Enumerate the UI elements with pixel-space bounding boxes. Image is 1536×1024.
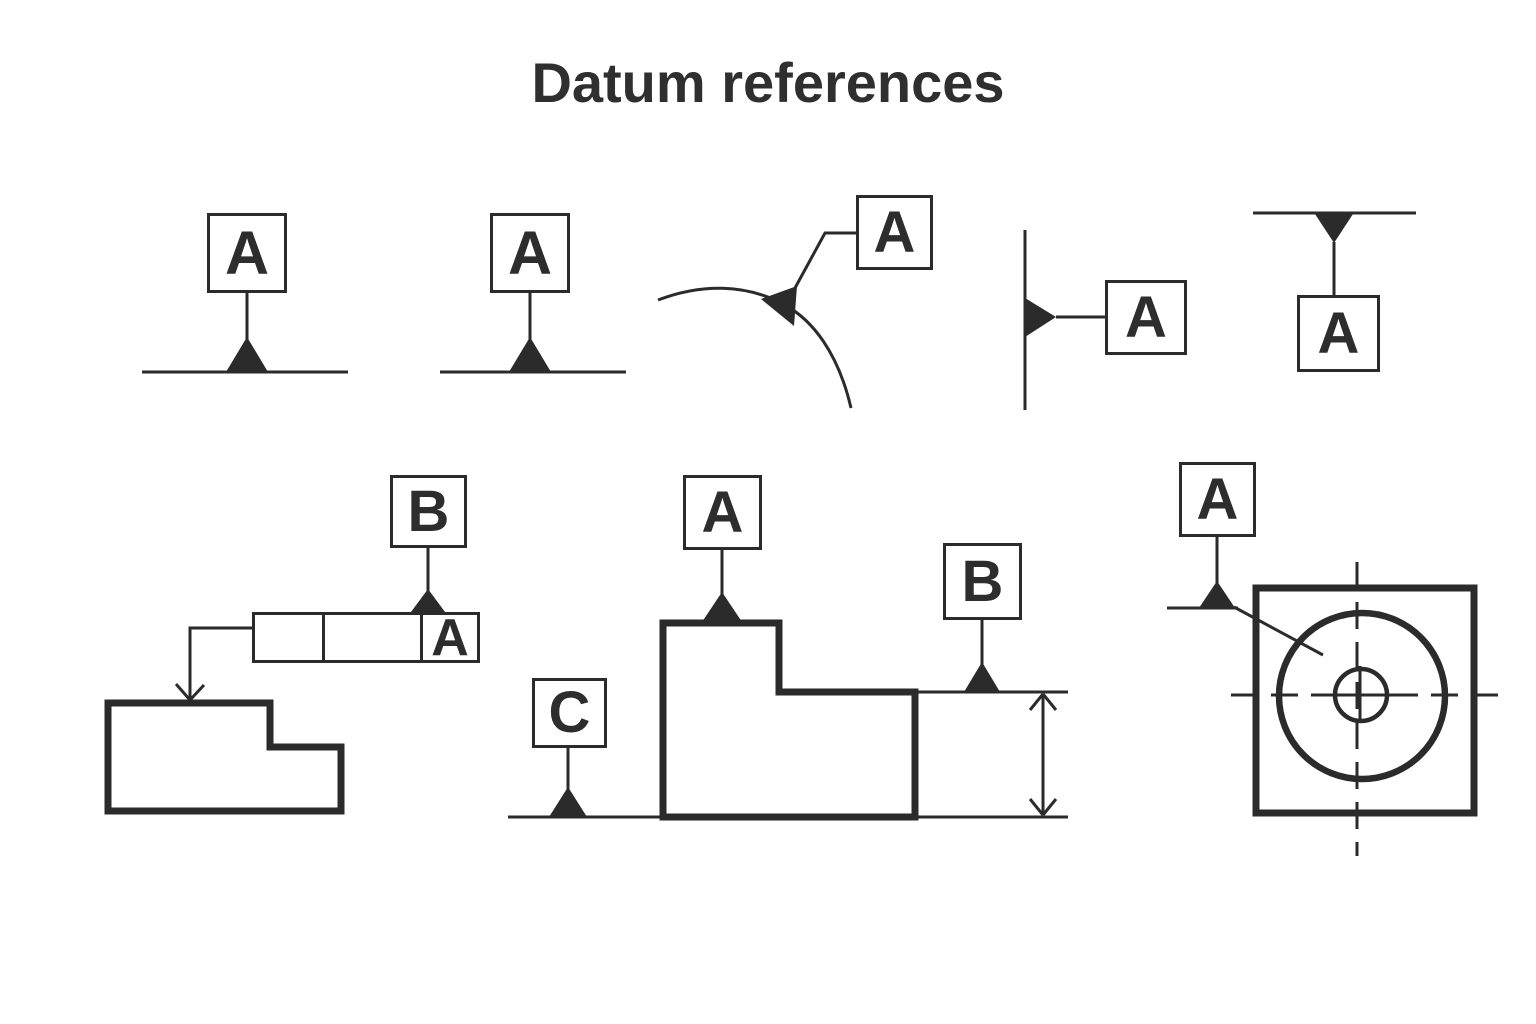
datum-label-box-flat-1: A xyxy=(207,213,287,293)
datum-label-box-flat-2: A xyxy=(490,213,570,293)
dimension-arrowhead-icon xyxy=(1041,693,1058,711)
dimension-arrowhead-icon xyxy=(1028,798,1045,816)
square-part-outline xyxy=(1252,584,1478,817)
dimension-arrowhead-icon xyxy=(1041,798,1058,816)
overhead-surface-datum-group xyxy=(1253,211,1416,295)
datum-leader-line xyxy=(1233,605,1324,657)
curved-surface-datum-group xyxy=(657,231,856,409)
datum-b-triangle-icon xyxy=(964,662,1000,692)
datum-letter: A xyxy=(873,199,916,265)
datum-label-box-a-stepped: A xyxy=(683,475,762,550)
datum-letter: A xyxy=(224,218,270,287)
datum-label-box-curved: A xyxy=(856,195,933,270)
datum-label-box-c-stepped: C xyxy=(532,678,607,748)
stepped-part-outline xyxy=(104,699,345,815)
frame-leader-line xyxy=(188,626,252,698)
datum-triangle-icon xyxy=(1199,581,1235,608)
datum-letter: A xyxy=(1125,284,1167,350)
datum-letter: A xyxy=(701,479,744,545)
datum-label-box-b-stepped: B xyxy=(943,543,1022,620)
frame-cell-divider xyxy=(420,615,423,660)
leader-arrowhead-icon xyxy=(174,683,192,701)
datum-triangle-icon xyxy=(761,286,797,326)
curved-surface-arc xyxy=(657,286,853,409)
datum-label-box-b-frame: B xyxy=(390,475,467,548)
stepped-part-group xyxy=(508,550,1068,821)
hole-part-group xyxy=(1167,537,1499,856)
dimension-arrowhead-icon xyxy=(1028,693,1045,711)
datum-letter: B xyxy=(961,548,1004,614)
page-title: Datum references xyxy=(531,51,1005,114)
feature-control-frame: A xyxy=(252,608,480,667)
datum-triangle-icon xyxy=(1315,214,1353,243)
side-surface-datum-group xyxy=(1023,230,1105,410)
datum-triangle-icon xyxy=(411,589,445,612)
frame-cell-divider xyxy=(322,615,325,660)
datum-letter: B xyxy=(407,478,450,544)
datum-letter: A xyxy=(1317,300,1360,366)
bent-leader-line xyxy=(793,231,856,289)
datum-label-box-overhead: A xyxy=(1297,295,1380,372)
leader-arrowhead-icon xyxy=(188,683,206,702)
frame-datum-cell-label: A xyxy=(431,608,469,667)
datum-letter: A xyxy=(1196,466,1239,532)
datum-triangle-icon xyxy=(1025,298,1056,337)
datum-triangle-icon xyxy=(509,337,551,372)
flat-surface-datum-1-group xyxy=(142,292,348,374)
feature-control-frame-group xyxy=(104,548,445,815)
datum-triangle-icon xyxy=(226,337,268,372)
datum-letter: A xyxy=(507,218,553,287)
datum-a-triangle-icon xyxy=(702,592,742,622)
l-shaped-part-outline xyxy=(659,619,919,821)
datum-letter: C xyxy=(548,680,591,745)
datum-c-triangle-icon xyxy=(549,787,587,817)
datum-label-box-a-hole: A xyxy=(1179,462,1256,537)
datum-label-box-side: A xyxy=(1105,280,1187,355)
flat-surface-datum-2-group xyxy=(440,292,626,374)
